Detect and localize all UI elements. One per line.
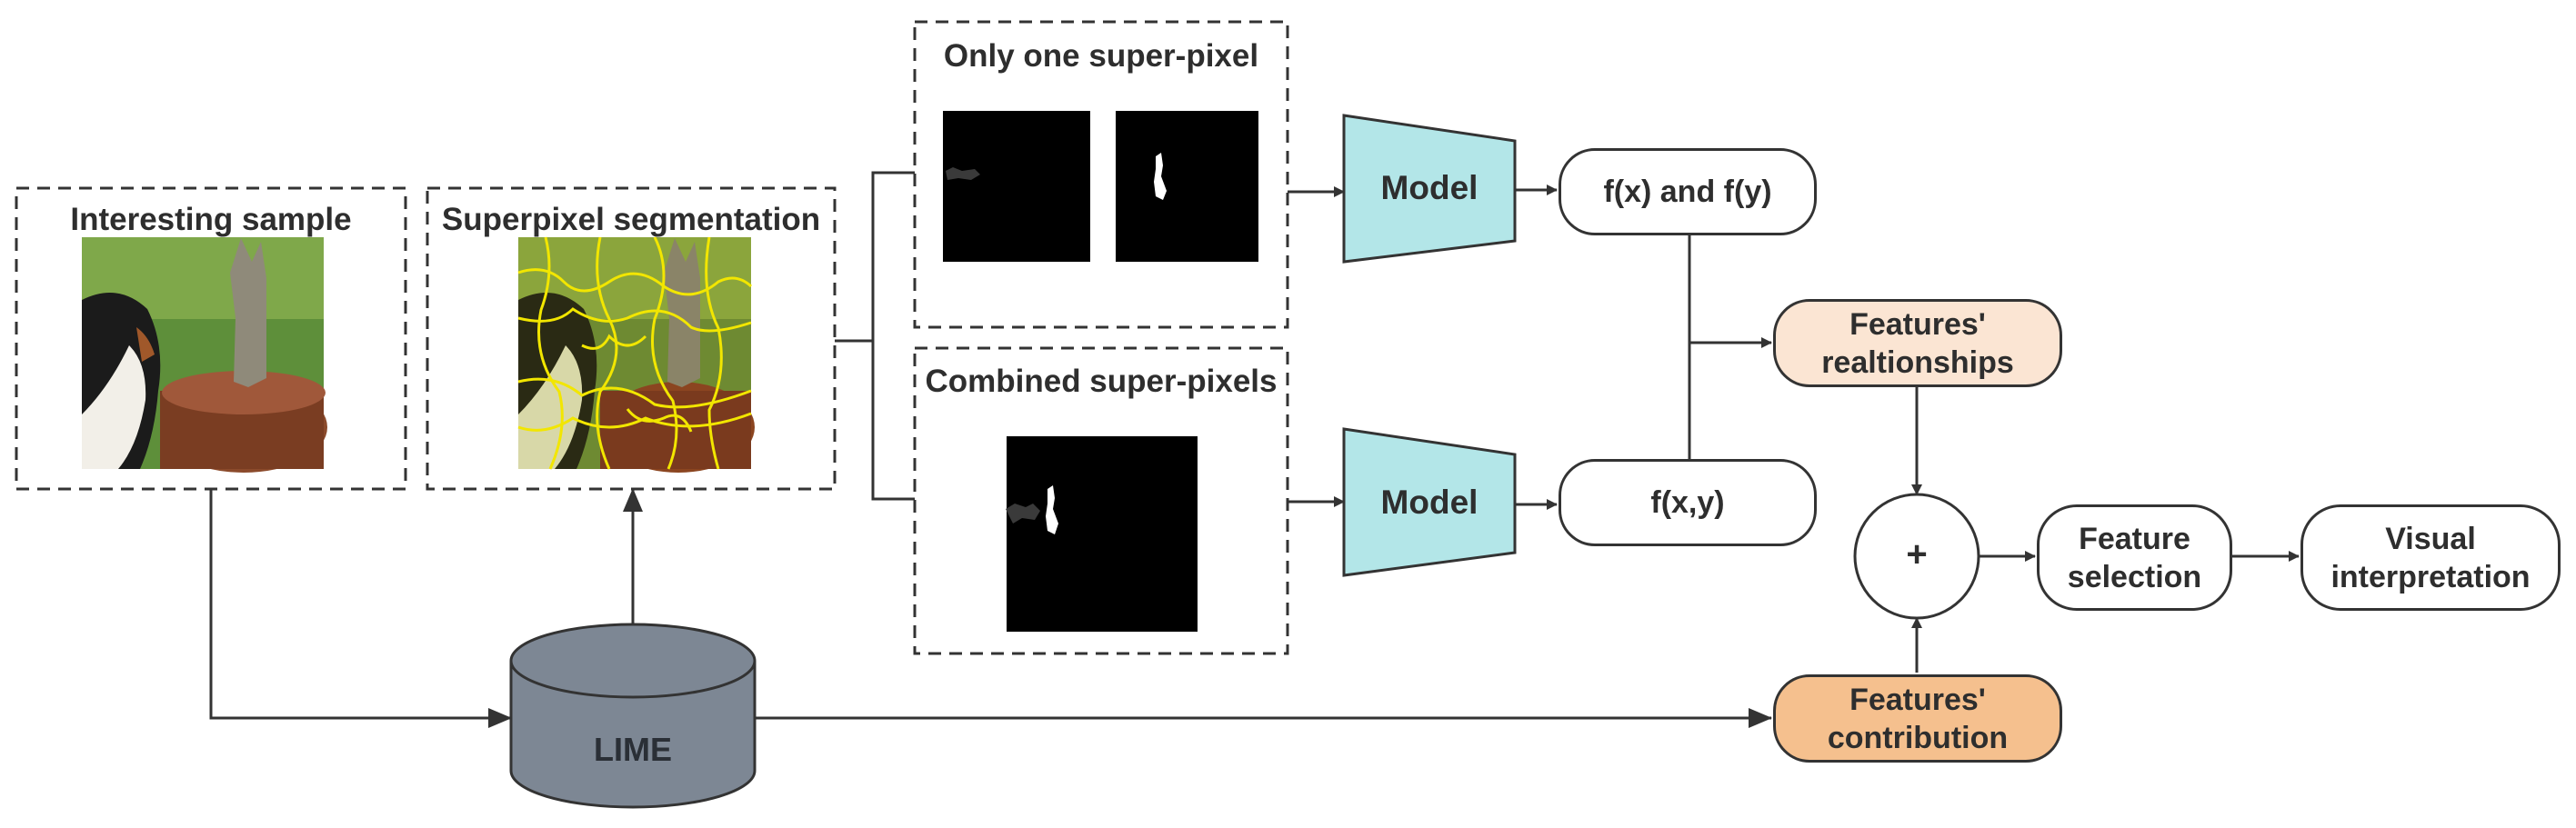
combined-superpixel-mask <box>1006 436 1198 632</box>
visual-interpretation-text: Visual interpretation <box>2330 520 2530 596</box>
features-contribution-node: Features' contribution <box>1773 674 2062 763</box>
single-superpixel-mask-b <box>1116 111 1258 262</box>
model-bottom-shape <box>1342 427 1517 577</box>
split-connector-lower <box>871 341 915 501</box>
combined-superpixels-title: Combined super-pixels <box>925 364 1278 399</box>
split-connector <box>835 171 915 343</box>
segmented-photo-image <box>517 236 755 473</box>
visual-interpretation-line1: Visual <box>2385 521 2476 556</box>
features-relationships-node: Features' realtionships <box>1773 299 2062 387</box>
features-relationships-line1: Features' <box>1849 306 1986 342</box>
superpixel-segmentation-title: Superpixel segmentation <box>441 202 821 237</box>
model-top-label: Model <box>1380 169 1478 206</box>
fx-and-fy-label: f(x) and f(y) <box>1603 175 1772 209</box>
features-relationships-text: Features' realtionships <box>1821 305 2014 382</box>
lime-database-shape <box>509 623 757 809</box>
single-superpixel-mask-a <box>943 111 1090 262</box>
model-top-shape <box>1342 114 1517 264</box>
only-one-superpixel-title: Only one super-pixel <box>943 38 1259 74</box>
features-contribution-line1: Features' <box>1849 682 1986 717</box>
feature-selection-node: Feature selection <box>2037 504 2232 611</box>
feature-selection-text: Feature selection <box>2068 520 2201 596</box>
features-contribution-text: Features' contribution <box>1828 681 2008 757</box>
only-one-superpixel-panel <box>913 20 1289 329</box>
features-relationships-line2: realtionships <box>1821 344 2014 380</box>
sample-to-lime-arrow <box>209 489 512 728</box>
lime-label: LIME <box>594 731 672 768</box>
fxy-label: f(x,y) <box>1650 485 1725 520</box>
feature-selection-line1: Feature <box>2079 521 2190 556</box>
fxy-node: f(x,y) <box>1559 459 1817 546</box>
features-contribution-line2: contribution <box>1827 720 2009 755</box>
visual-interpretation-node: Visual interpretation <box>2300 504 2561 611</box>
feature-selection-line2: selection <box>2067 559 2202 594</box>
visual-interpretation-line2: interpretation <box>2330 559 2531 594</box>
plus-operator-label: + <box>1906 534 1928 574</box>
model-bottom-label: Model <box>1380 484 1478 521</box>
fx-and-fy-node: f(x) and f(y) <box>1559 148 1817 235</box>
interesting-sample-title: Interesting sample <box>70 202 352 237</box>
sample-photo-image <box>82 237 327 473</box>
